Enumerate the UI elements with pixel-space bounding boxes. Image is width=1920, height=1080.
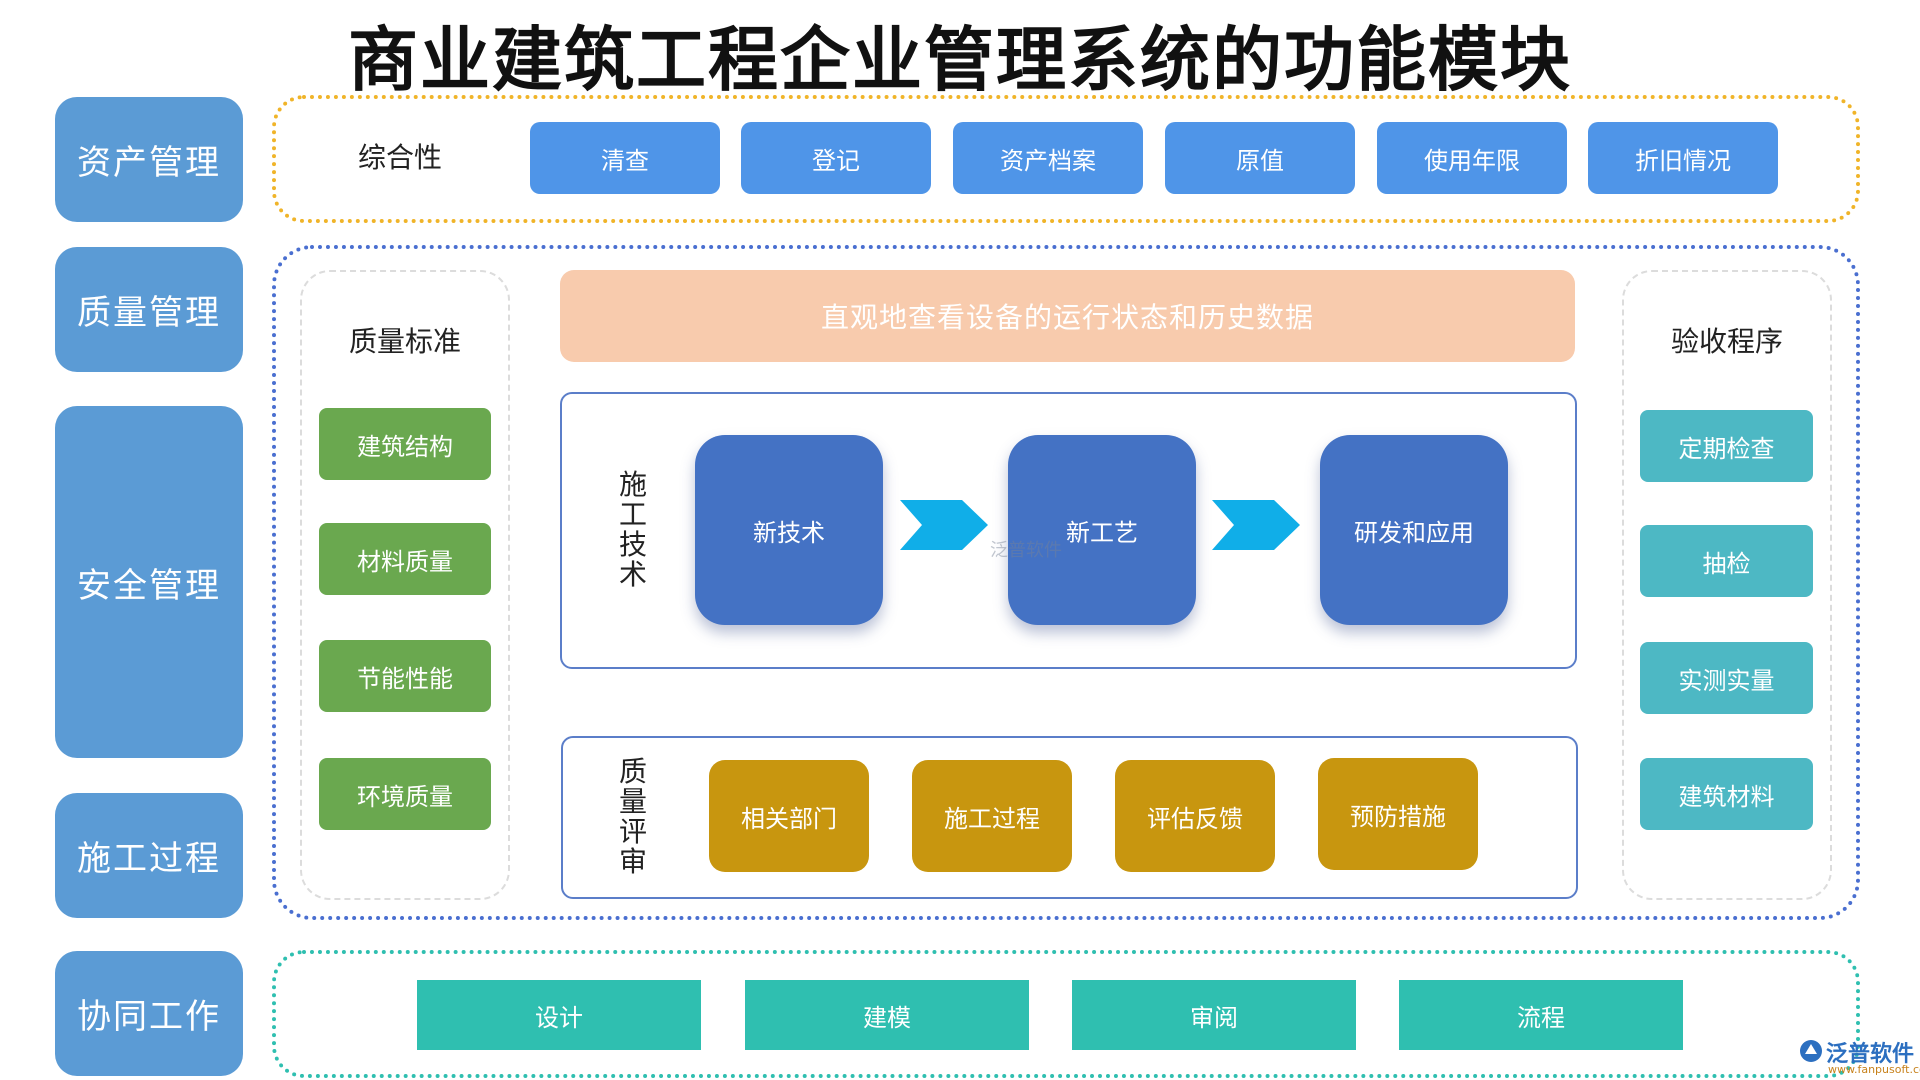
chevron-right-icon [900, 500, 988, 550]
collab-design[interactable]: 设计 [417, 980, 701, 1050]
quality-review-label: 质量评审 [618, 755, 647, 878]
sidebar-item-asset-management[interactable]: 资产管理 [55, 97, 243, 222]
collab-modeling[interactable]: 建模 [745, 980, 1029, 1050]
sidebar-item-construction-process[interactable]: 施工过程 [55, 793, 243, 918]
construction-tech-frame [560, 392, 1577, 669]
collab-workflow[interactable]: 流程 [1399, 980, 1683, 1050]
quality-safety-section-border [272, 245, 1860, 920]
equipment-status-banner[interactable]: 直观地查看设备的运行状态和历史数据 [560, 270, 1575, 362]
acceptance-building-materials[interactable]: 建筑材料 [1640, 758, 1813, 830]
sidebar-item-quality-management[interactable]: 质量管理 [55, 247, 243, 372]
asset-item-registration[interactable]: 登记 [741, 122, 931, 194]
asset-item-service-life[interactable]: 使用年限 [1377, 122, 1567, 194]
quality-standard-environment-quality[interactable]: 环境质量 [319, 758, 491, 830]
asset-section-border [272, 95, 1860, 223]
quality-standard-material-quality[interactable]: 材料质量 [319, 523, 491, 595]
acceptance-panel [1622, 270, 1832, 900]
tech-new-process[interactable]: 新工艺 [1008, 435, 1196, 625]
sidebar-item-safety-management[interactable]: 安全管理 [55, 406, 243, 758]
logo-url: www.fanpusoft.com [1828, 1063, 1920, 1076]
asset-item-archive[interactable]: 资产档案 [953, 122, 1143, 194]
asset-item-depreciation[interactable]: 折旧情况 [1588, 122, 1778, 194]
quality-standard-energy-performance[interactable]: 节能性能 [319, 640, 491, 712]
collab-review[interactable]: 审阅 [1072, 980, 1356, 1050]
quality-review-frame [561, 736, 1578, 899]
brand-logo: 泛普软件 www.fanpusoft.com [1798, 1036, 1920, 1080]
asset-item-inventory[interactable]: 清查 [530, 122, 720, 194]
review-evaluation-feedback[interactable]: 评估反馈 [1115, 760, 1275, 872]
acceptance-spot-check[interactable]: 抽检 [1640, 525, 1813, 597]
acceptance-heading: 验收程序 [1670, 325, 1783, 358]
tech-rd-application[interactable]: 研发和应用 [1320, 435, 1508, 625]
logo-icon [1800, 1040, 1822, 1062]
page-title: 商业建筑工程企业管理系统的功能模块 [348, 19, 1572, 101]
review-related-departments[interactable]: 相关部门 [709, 760, 869, 872]
asset-label: 综合性 [357, 141, 442, 174]
review-construction-process[interactable]: 施工过程 [912, 760, 1072, 872]
sidebar-item-collaboration[interactable]: 协同工作 [55, 951, 243, 1076]
collab-section-border [272, 950, 1860, 1078]
review-preventive-measures[interactable]: 预防措施 [1318, 758, 1478, 870]
watermark: 泛普软件 [990, 540, 1062, 561]
quality-standard-heading: 质量标准 [348, 325, 461, 358]
tech-new-technology[interactable]: 新技术 [695, 435, 883, 625]
acceptance-periodic-inspection[interactable]: 定期检查 [1640, 410, 1813, 482]
chevron-right-icon [1212, 500, 1300, 550]
construction-tech-label: 施工技术 [618, 468, 647, 591]
acceptance-actual-measurement[interactable]: 实测实量 [1640, 642, 1813, 714]
logo-name: 泛普软件 [1826, 1042, 1915, 1067]
quality-standard-building-structure[interactable]: 建筑结构 [319, 408, 491, 480]
quality-standard-panel [300, 270, 510, 900]
asset-item-original-value[interactable]: 原值 [1165, 122, 1355, 194]
